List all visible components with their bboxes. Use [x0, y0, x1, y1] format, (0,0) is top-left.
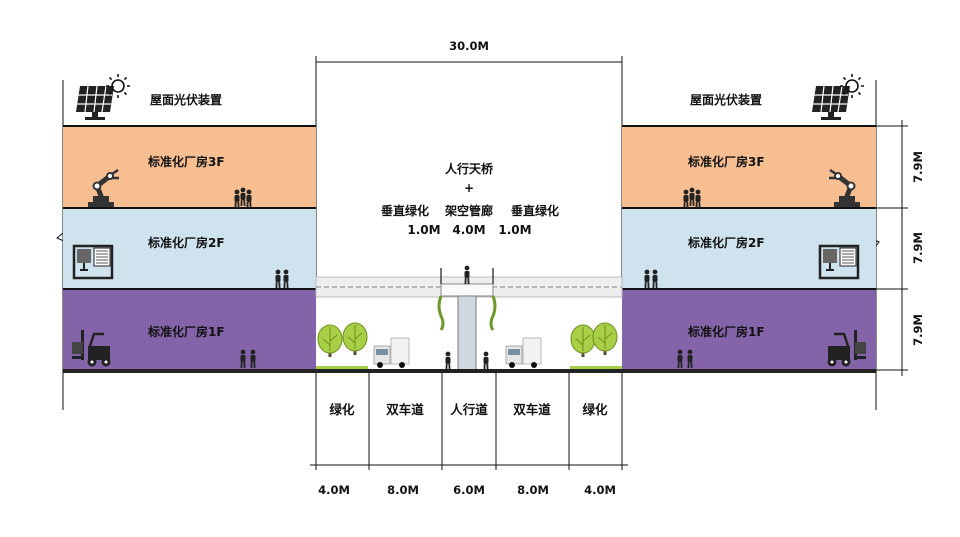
section-2-label: 双车道 [385, 402, 424, 417]
section-2-width: 8.0M [387, 483, 419, 497]
left-floor-1f-label: 标准化厂房1F [147, 324, 225, 339]
right-floor-3f-label: 标准化厂房3F [687, 154, 765, 169]
right-floor-2f [622, 208, 876, 289]
person-icon [482, 350, 490, 371]
bridge-title: 人行天桥 [445, 161, 494, 176]
section-5-label: 绿化 [582, 402, 608, 417]
section-1-width: 4.0M [318, 483, 350, 497]
left-floor-3f [63, 126, 316, 208]
road-sections: 绿化 双车道 人行道 双车道 绿化 4.0M 8.0M 6.0M 8.0M 4.… [310, 373, 628, 497]
right-roof-label: 屋面光伏装置 [690, 92, 762, 107]
floor-1f-height: 7.9M [911, 314, 925, 346]
section-3-label: 人行道 [450, 402, 488, 417]
solar-panel-icon [811, 73, 865, 121]
bridge-plus: + [464, 181, 474, 195]
section-5-width: 4.0M [584, 483, 616, 497]
right-vertical-green-label: 垂直绿化 [511, 203, 559, 218]
pipe-corridor-label: 架空管廊 [444, 203, 493, 218]
section-1-label: 绿化 [329, 402, 355, 417]
floor-3f-height: 7.9M [911, 151, 925, 183]
left-roof-label: 屋面光伏装置 [150, 92, 222, 107]
right-floor-3f [622, 126, 876, 208]
right-floor-1f-label: 标准化厂房1F [687, 324, 765, 339]
left-building: 屋面光伏装置 标准化厂房3F 标准化厂房2F 标准化厂房1F [63, 73, 316, 370]
corridor-width: 4.0M [452, 223, 485, 237]
right-floor-2f-label: 标准化厂房2F [687, 235, 765, 250]
left-green-width: 1.0M [407, 223, 440, 237]
span-label: 30.0M [449, 39, 489, 53]
left-floor-2f-label: 标准化厂房2F [147, 235, 225, 250]
section-4-width: 8.0M [517, 483, 549, 497]
solar-panel-icon [75, 73, 131, 121]
section-3-width: 6.0M [453, 483, 485, 497]
road-scene [63, 322, 876, 373]
person-icon [444, 350, 452, 371]
height-dimensions: 7.9M 7.9M 7.9M [876, 120, 925, 376]
span-dimension: 30.0M [315, 39, 623, 85]
left-vertical-green-label: 垂直绿化 [381, 203, 429, 218]
skybridge: 人行天桥 + 垂直绿化 架空管廊 垂直绿化 1.0M 4.0M 1.0M [315, 161, 623, 371]
left-floor-3f-label: 标准化厂房3F [147, 154, 225, 169]
right-green-width: 1.0M [498, 223, 531, 237]
section-4-label: 双车道 [512, 402, 551, 417]
floor-2f-height: 7.9M [911, 232, 925, 264]
right-building: 屋面光伏装置 标准化厂房3F 标准化厂房2F 标准化厂房1F [622, 73, 876, 370]
